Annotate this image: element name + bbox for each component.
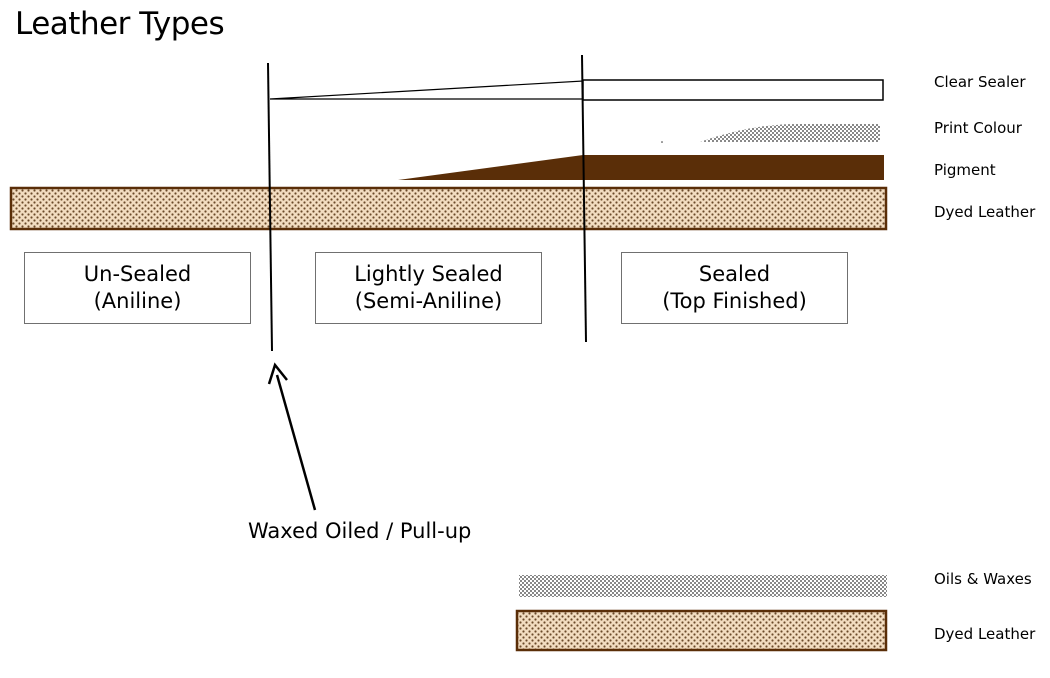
- label-oils-waxes: Oils & Waxes: [934, 570, 1032, 588]
- print-colour-layer: [700, 124, 880, 142]
- oils-waxes-layer: [519, 575, 887, 597]
- clear-sealer-wedge: [269, 80, 584, 100]
- type-name: Sealed: [698, 262, 771, 286]
- divider-line-2: [581, 54, 587, 343]
- type-name: Un-Sealed: [83, 262, 192, 286]
- label-clear-sealer: Clear Sealer: [934, 73, 1026, 91]
- divider-line-1: [267, 62, 273, 352]
- dyed-leather-layer-2: [515, 609, 888, 652]
- page-title: Leather Types: [15, 6, 225, 42]
- annotation-arrow: [275, 374, 317, 511]
- type-subname: (Semi-Aniline): [354, 289, 503, 313]
- annotation-label: Waxed Oiled / Pull-up: [248, 519, 472, 543]
- label-print-colour: Print Colour: [934, 119, 1022, 137]
- arrow-head: [267, 362, 288, 385]
- dyed-leather-layer: [9, 186, 888, 231]
- type-name: Lightly Sealed: [354, 262, 503, 286]
- type-box-unsealed: Un-Sealed (Aniline): [24, 252, 251, 324]
- clear-sealer-layer: [582, 79, 884, 101]
- pigment-layer: [398, 155, 884, 180]
- type-box-lightly-sealed: Lightly Sealed (Semi-Aniline): [315, 252, 542, 324]
- label-dyed-leather-2: Dyed Leather: [934, 625, 1036, 643]
- label-dyed-leather: Dyed Leather: [934, 203, 1036, 221]
- type-subname: (Top Finished): [662, 289, 807, 313]
- type-subname: (Aniline): [93, 289, 182, 313]
- label-pigment: Pigment: [934, 161, 996, 179]
- type-box-sealed: Sealed (Top Finished): [621, 252, 848, 324]
